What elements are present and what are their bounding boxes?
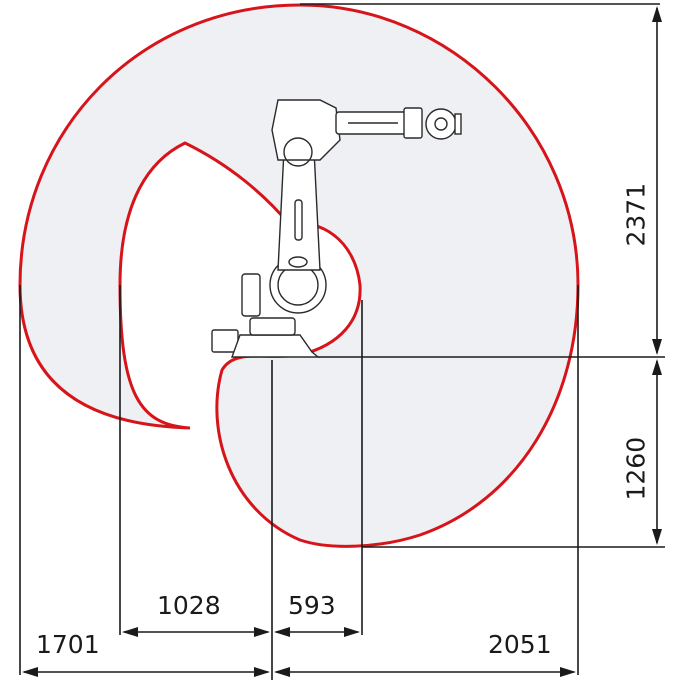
dim-label-inner-left: 1028 [157,591,221,620]
arrowheads [22,6,662,677]
dim-label-inner-right: 593 [288,591,336,620]
dim-label-outer-left: 1701 [36,630,100,659]
dim-label-outer-right: 2051 [488,630,552,659]
work-envelope [18,3,580,548]
dim-label-top-height: 2371 [621,182,651,247]
dim-label-bottom-depth: 1260 [621,436,651,501]
robot-illustration [211,99,462,358]
